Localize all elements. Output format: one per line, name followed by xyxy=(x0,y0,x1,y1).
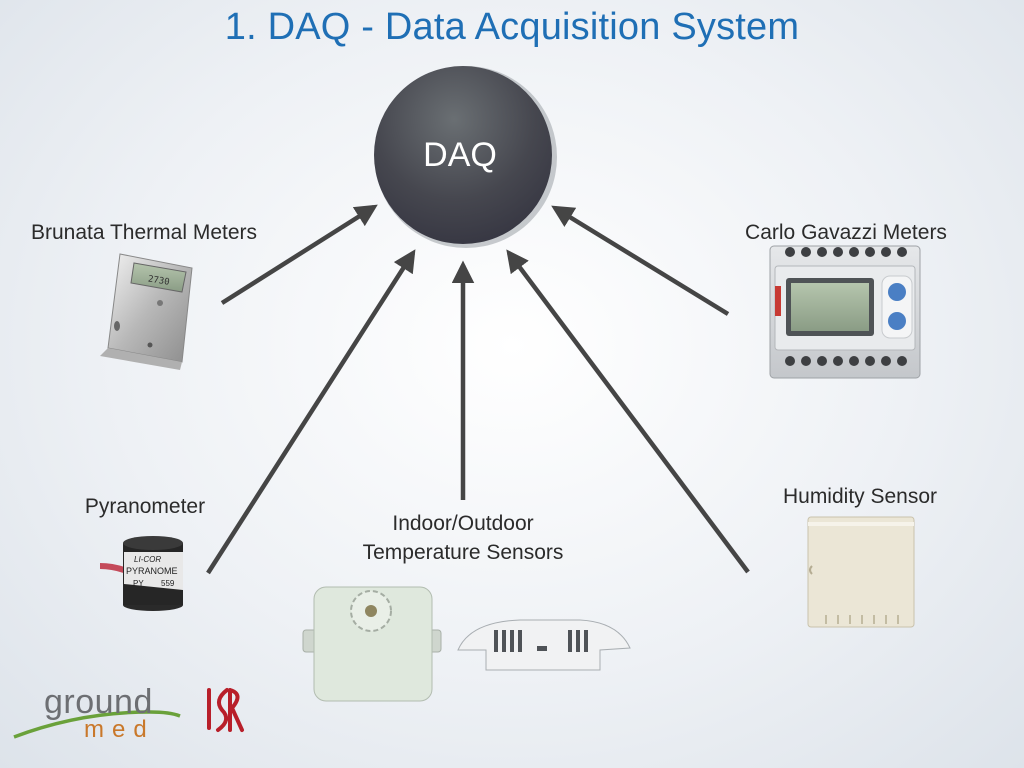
pyranometer-brand: LI-COR xyxy=(134,555,161,564)
groundmed-swoosh-icon xyxy=(13,710,181,739)
outdoor-temperature-sensor-icon xyxy=(457,619,631,671)
temperature-sensors-label: Indoor/Outdoor Temperature Sensors xyxy=(328,509,598,567)
daq-hub-label: DAQ xyxy=(423,136,497,174)
pyranometer-label: Pyranometer xyxy=(84,495,206,518)
isr-logo-icon xyxy=(207,688,244,732)
brunata-label: Brunata Thermal Meters xyxy=(30,221,258,244)
pyranometer-number: 559 xyxy=(161,579,175,588)
arrow-carlo-to-daq xyxy=(551,205,730,316)
arrow-pyranometer-to-daq xyxy=(206,249,416,575)
pyranometer-icon: LI-COR PYRANOME PY 559 xyxy=(99,536,183,611)
carlo-gavazzi-label: Carlo Gavazzi Meters xyxy=(745,221,947,244)
temperature-label-line2: Temperature Sensors xyxy=(362,541,564,564)
daq-hub-icon xyxy=(374,66,557,248)
pyranometer-name: PYRANOME xyxy=(126,566,178,576)
groundmed-logo-ground: ground xyxy=(44,683,153,721)
temperature-sensor-icon xyxy=(302,586,442,702)
thermal-meter-icon: 2730 xyxy=(100,253,193,370)
page-title: 1. DAQ - Data Acquisition System xyxy=(224,6,800,48)
thermal-meter-display: 2730 xyxy=(147,274,170,287)
groundmed-logo-med: med xyxy=(84,716,155,743)
humidity-sensor-icon xyxy=(807,516,915,628)
arrow-brunata-to-daq xyxy=(220,204,378,305)
temperature-label-line1: Indoor/Outdoor xyxy=(392,512,534,535)
arrow-humidity-to-daq xyxy=(506,249,750,574)
pyranometer-code: PY xyxy=(133,579,144,588)
power-meter-icon xyxy=(769,245,921,379)
humidity-label: Humidity Sensor xyxy=(782,485,938,508)
